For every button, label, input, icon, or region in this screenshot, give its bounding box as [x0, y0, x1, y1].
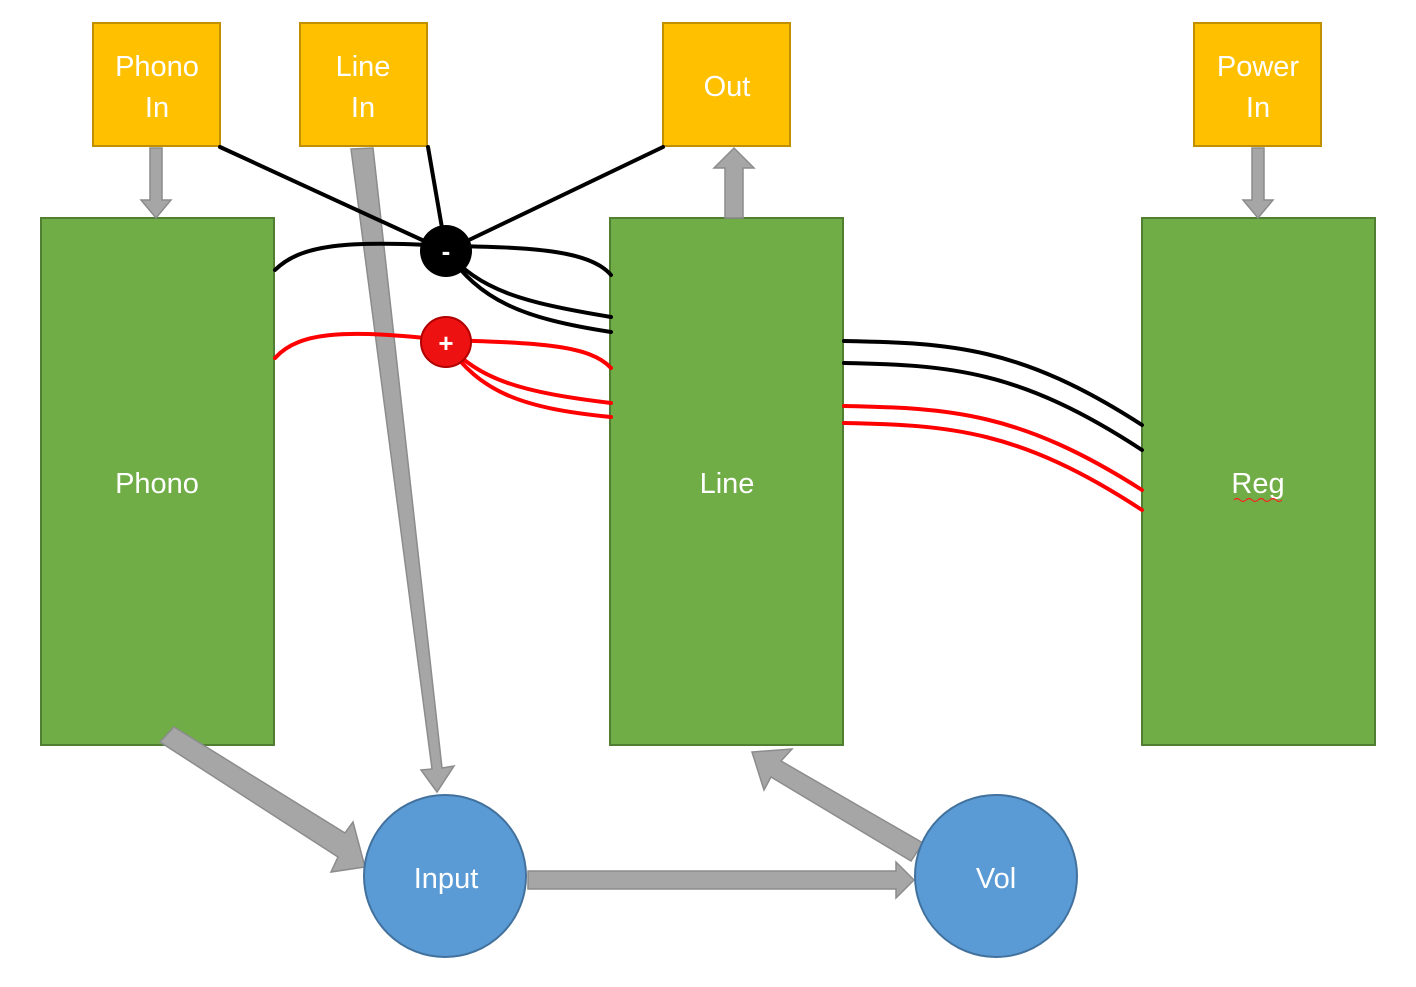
- wire-neg-out: [444, 145, 665, 253]
- power-in-label-line1: Power: [1217, 51, 1300, 83]
- positive-junction-label: +: [438, 328, 453, 358]
- wire-neg-phono-board: [273, 241, 448, 272]
- phono-board-label: Phono: [115, 468, 199, 500]
- arrow-input-to-vol: [527, 860, 916, 900]
- arrow-power-in-to-reg: [1241, 147, 1275, 220]
- negative-junction: [420, 225, 472, 277]
- arrow-vol-to-line: [750, 748, 925, 863]
- volume-control: [914, 794, 1078, 958]
- arrow-phono-to-input: [158, 726, 366, 873]
- wire-pos-reg-2: [842, 421, 1144, 512]
- out-label: Out: [704, 71, 751, 103]
- wire-pos-reg-1: [842, 404, 1144, 492]
- power-in-port: [1193, 22, 1322, 147]
- spellcheck-underline: [1233, 497, 1283, 503]
- line-board: [609, 217, 844, 746]
- arrow-line-to-out: [712, 146, 756, 219]
- line-in-label-line1: Line: [336, 51, 391, 83]
- phono-in-label-line1: Phono: [115, 51, 199, 83]
- line-board-label: Line: [700, 468, 755, 500]
- line-in-port: [299, 22, 428, 147]
- phono-in-label-line2: In: [145, 92, 169, 124]
- power-in-label-line2: In: [1246, 92, 1270, 124]
- input-selector: [363, 794, 527, 958]
- out-port: [662, 22, 791, 147]
- phono-board: [40, 217, 275, 746]
- arrow-phono-in-to-phono: [139, 147, 173, 220]
- wire-neg-line-board-3: [444, 249, 613, 334]
- input-label: Input: [414, 863, 479, 895]
- vol-label: Vol: [976, 863, 1016, 895]
- positive-junction: [420, 316, 472, 368]
- line-in-label-line2: In: [351, 92, 375, 124]
- wire-neg-reg-2: [842, 361, 1144, 452]
- wire-neg-line-board-1: [444, 244, 613, 277]
- wire-neg-phono-in: [218, 145, 448, 253]
- wire-neg-reg-1: [842, 339, 1144, 427]
- arrow-line-in-to-input: [350, 147, 456, 794]
- phono-in-port: [92, 22, 221, 147]
- reg-board-label: Reg: [1231, 468, 1284, 500]
- wire-pos-phono-board: [273, 331, 448, 360]
- negative-junction-label: -: [442, 236, 451, 266]
- wire-pos-line-board-1: [444, 338, 613, 370]
